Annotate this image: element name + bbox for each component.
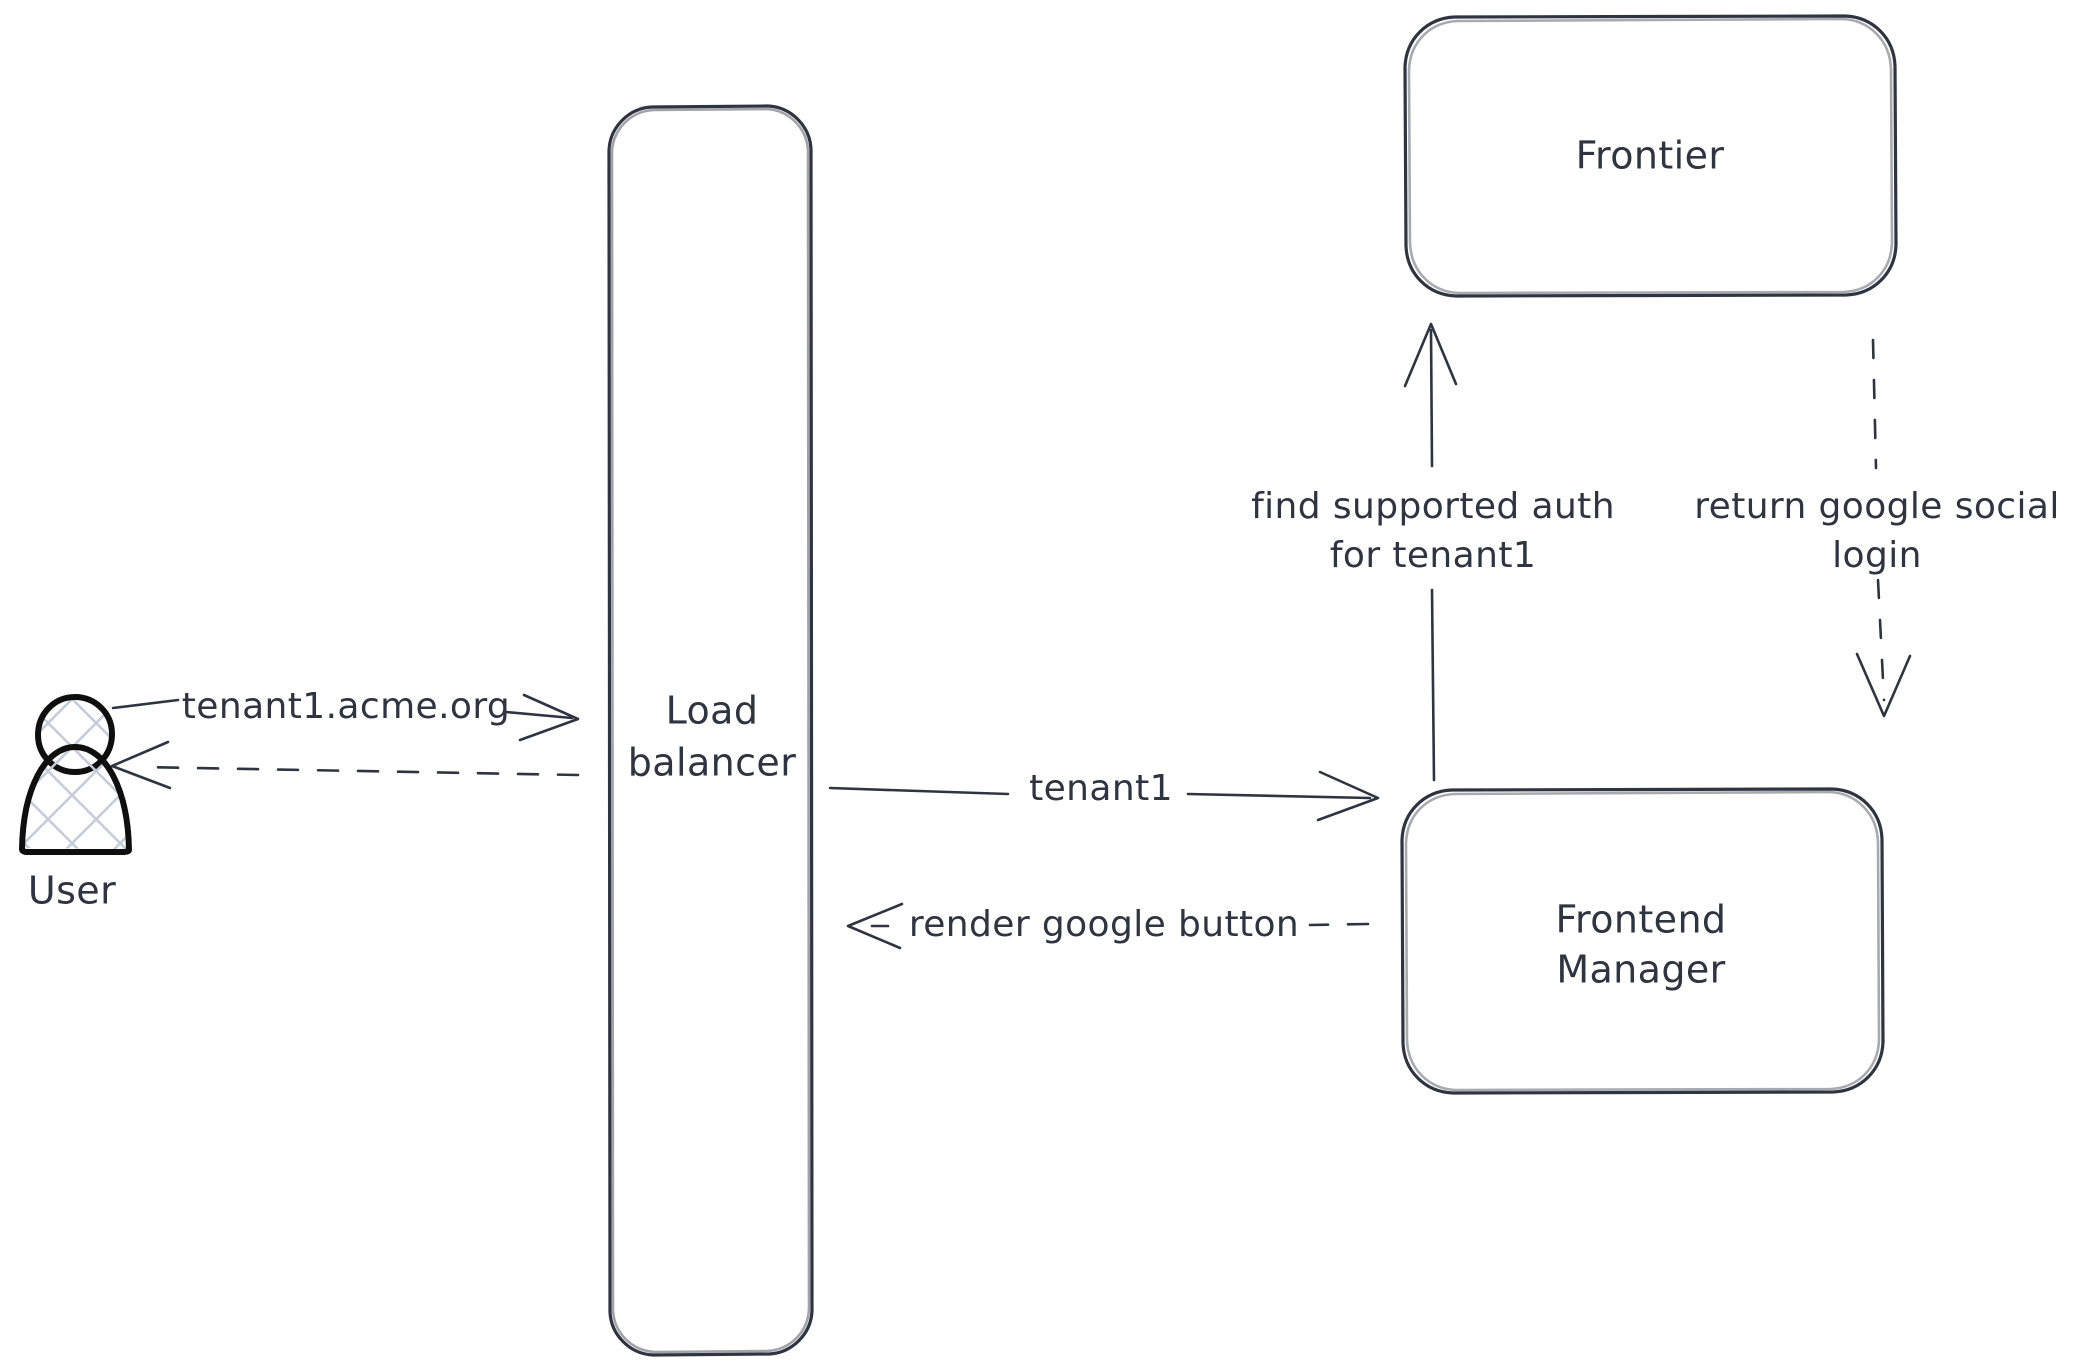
- edge-fm-frontier-arrowhead-icon: [1403, 322, 1458, 388]
- user-label: User: [28, 869, 116, 913]
- node-frontier[interactable]: Frontier: [1403, 14, 1898, 298]
- edge-fm-frontier-label-line1: find supported auth: [1251, 486, 1615, 527]
- edge-frontier-fm-arrowhead-icon: [1855, 652, 1912, 718]
- edge-frontend-manager-to-load-balancer[interactable]: render google button: [846, 902, 1370, 950]
- frontier-shape-sketch: [1407, 17, 1894, 295]
- edge-lb-fm-line-left: [828, 786, 1010, 796]
- edge-lb-user-line: [138, 765, 580, 777]
- edge-load-balancer-to-user[interactable]: [110, 740, 580, 790]
- user-body-icon: [19, 744, 132, 855]
- node-frontend-manager[interactable]: Frontend Manager: [1400, 787, 1885, 1095]
- edge-user-to-load-balancer[interactable]: tenant1.acme.org: [111, 686, 580, 742]
- load-balancer-shape-sketch: [610, 107, 811, 1354]
- edge-lb-fm-line-right: [1186, 792, 1372, 800]
- load-balancer-label-line2: balancer: [628, 741, 796, 785]
- edge-user-lb-line-left: [111, 698, 180, 710]
- edge-fm-frontier-line-lower: [1430, 588, 1436, 782]
- edge-user-lb-arrowhead-icon: [518, 693, 580, 742]
- node-load-balancer[interactable]: Load balancer: [607, 104, 814, 1357]
- edge-frontier-to-frontend-manager[interactable]: return google social login: [1694, 338, 2060, 718]
- node-user[interactable]: User: [19, 694, 132, 913]
- edge-frontier-fm-label-line1: return google social: [1694, 486, 2060, 527]
- user-body-fill: [23, 748, 128, 849]
- edge-fm-lb-line-right: [1308, 922, 1370, 927]
- frontend-manager-shape-sketch: [1404, 790, 1881, 1092]
- load-balancer-shape: [607, 104, 814, 1357]
- edge-lb-fm-label: tenant1: [1029, 768, 1173, 809]
- frontend-manager-label-line2: Manager: [1556, 948, 1725, 992]
- edge-frontier-fm-label-line2: login: [1832, 535, 1922, 576]
- edge-frontier-fm-line-lower: [1876, 578, 1886, 702]
- edge-fm-frontier-line-upper: [1429, 328, 1434, 468]
- edge-lb-user-arrowhead-icon: [110, 740, 172, 790]
- frontend-manager-shape: [1400, 787, 1885, 1095]
- edge-fm-frontier-label-line2: for tenant1: [1330, 535, 1536, 576]
- edge-load-balancer-to-frontend-manager[interactable]: tenant1: [828, 768, 1380, 822]
- edge-frontend-manager-to-frontier[interactable]: find supported auth for tenant1: [1251, 322, 1615, 782]
- frontier-shape: [1403, 14, 1898, 298]
- load-balancer-label-line1: Load: [666, 689, 759, 733]
- frontend-manager-label-line1: Frontend: [1556, 898, 1727, 942]
- edge-fm-lb-label: render google button: [909, 904, 1299, 945]
- edge-frontier-fm-line-upper: [1871, 338, 1878, 470]
- frontier-label: Frontier: [1576, 134, 1725, 178]
- edge-fm-lb-arrowhead-icon: [846, 902, 904, 950]
- edge-user-lb-line-right: [504, 710, 574, 720]
- edge-lb-fm-arrowhead-icon: [1316, 770, 1380, 822]
- edge-user-lb-label: tenant1.acme.org: [182, 686, 510, 727]
